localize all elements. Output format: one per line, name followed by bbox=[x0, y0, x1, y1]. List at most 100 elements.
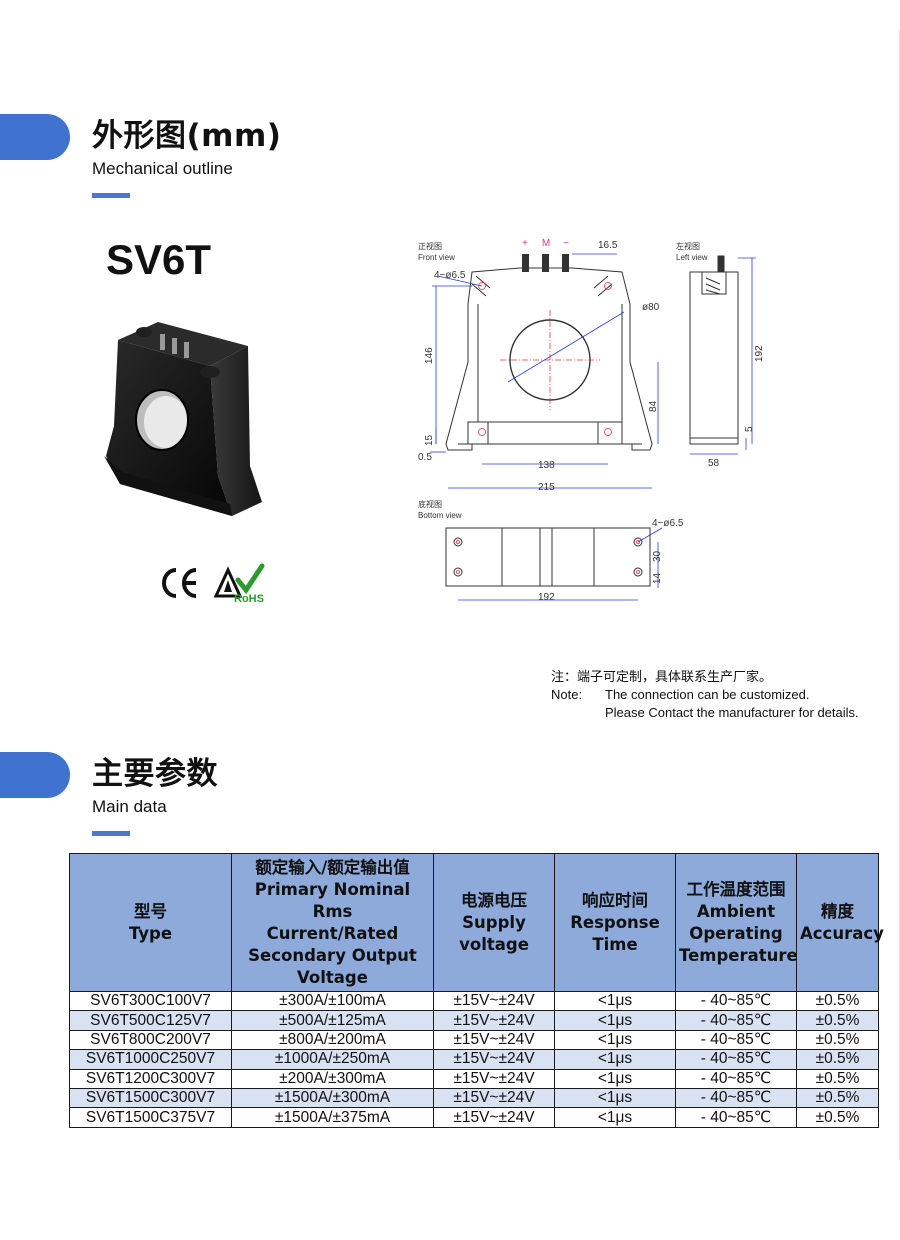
table-cell: SV6T1000C250V7 bbox=[69, 1049, 232, 1070]
header-line: Temperature bbox=[679, 945, 798, 965]
table-cell: ±15V~±24V bbox=[433, 1107, 555, 1128]
front-view-body bbox=[445, 267, 653, 451]
table-cell: <1μs bbox=[554, 1107, 676, 1128]
dim-bottom-length: 192 bbox=[538, 592, 555, 603]
table-cell: <1μs bbox=[554, 1087, 676, 1109]
svg-text:M: M bbox=[542, 238, 550, 249]
ce-mark-icon bbox=[162, 568, 197, 598]
esd-warning-icon bbox=[213, 566, 243, 598]
svg-text:−: − bbox=[563, 238, 569, 249]
left-view-label-en: Left view bbox=[676, 253, 708, 262]
table-cell: <1μs bbox=[554, 1049, 676, 1070]
header-line: Accuracy bbox=[800, 923, 884, 943]
note-text-en-line2: Please Contact the manufacturer for deta… bbox=[605, 705, 859, 720]
dim-height: 146 bbox=[424, 347, 435, 364]
table-cell: - 40~85℃ bbox=[675, 1010, 797, 1031]
dim-base-height: 15 bbox=[424, 434, 435, 446]
svg-text:RoHS: RoHS bbox=[234, 593, 264, 604]
dim-hole-spacing: 138 bbox=[538, 460, 555, 471]
table-cell: ±800A/±200mA bbox=[231, 1029, 434, 1051]
table-cell: ±15V~±24V bbox=[433, 1029, 555, 1051]
table-cell: - 40~85℃ bbox=[675, 1049, 797, 1070]
header-line: Time bbox=[592, 934, 638, 954]
dim-aperture: ø80 bbox=[642, 302, 660, 313]
header-line: 型号 bbox=[134, 901, 167, 921]
table-cell: <1μs bbox=[554, 1010, 676, 1031]
table-cell: <1μs bbox=[554, 1068, 676, 1089]
table-row: SV6T1500C375V7±1500A/±375mA±15V~±24V<1μs… bbox=[69, 1107, 879, 1128]
technical-drawing: 正视图 Front view 左视图 Left view 底视图 Bottom … bbox=[418, 238, 765, 603]
table-cell: ±0.5% bbox=[796, 990, 879, 1012]
dim-bottom-14: 14 bbox=[652, 572, 663, 584]
header-line: Current/Rated bbox=[266, 923, 399, 943]
header-line: 精度 bbox=[821, 901, 854, 921]
table-cell: ±15V~±24V bbox=[433, 1010, 555, 1031]
table-cell: - 40~85℃ bbox=[675, 1029, 797, 1051]
table-cell: ±0.5% bbox=[796, 1029, 879, 1051]
header-line: Ambient bbox=[696, 901, 776, 921]
header-line: Primary Nominal Rms bbox=[254, 879, 411, 921]
table-row: SV6T800C200V7±800A/±200mA±15V~±24V<1μs- … bbox=[69, 1029, 879, 1051]
table-row: SV6T1000C250V7±1000A/±250mA±15V~±24V<1μs… bbox=[69, 1049, 879, 1070]
header-line: 响应时间 bbox=[582, 890, 648, 910]
table-cell: ±1500A/±300mA bbox=[231, 1087, 434, 1109]
dim-front-holes: 4−ø6.5 bbox=[434, 270, 466, 281]
table-row: SV6T500C125V7±500A/±125mA±15V~±24V<1μs- … bbox=[69, 1010, 879, 1031]
table-cell: ±0.5% bbox=[796, 1010, 879, 1031]
table-cell: ±15V~±24V bbox=[433, 1068, 555, 1089]
table-cell: - 40~85℃ bbox=[675, 1068, 797, 1089]
dim-depth: 58 bbox=[708, 458, 720, 469]
bottom-view-label-en: Bottom view bbox=[418, 511, 462, 520]
table-cell: SV6T500C125V7 bbox=[69, 1010, 232, 1031]
table-cell: - 40~85℃ bbox=[675, 1107, 797, 1128]
table-body: SV6T300C100V7±300A/±100mA±15V~±24V<1μs- … bbox=[69, 990, 879, 1128]
dim-bottom-30: 30 bbox=[652, 550, 663, 562]
header-line: Secondary Output bbox=[248, 945, 417, 965]
outline-title-underline bbox=[92, 193, 130, 198]
left-view-label-cn: 左视图 bbox=[676, 241, 700, 251]
dim-center-height: 84 bbox=[648, 400, 659, 412]
dim-terminal-spacing: 16.5 bbox=[598, 240, 618, 251]
bottom-view-body bbox=[445, 527, 651, 587]
table-cell: ±1000A/±250mA bbox=[231, 1049, 434, 1070]
rohs-check-icon: RoHS bbox=[234, 563, 265, 604]
product-photo bbox=[104, 322, 262, 516]
front-view-label-cn: 正视图 bbox=[418, 241, 442, 251]
table-cell: SV6T1500C375V7 bbox=[69, 1107, 232, 1128]
dim-side-base: 5 bbox=[744, 426, 755, 432]
outline-subtitle: Mechanical outline bbox=[92, 159, 233, 178]
model-name: SV6T bbox=[106, 236, 212, 283]
main-data-subtitle: Main data bbox=[92, 797, 167, 816]
table-row: SV6T1200C300V7±200A/±300mA±15V~±24V<1μs-… bbox=[69, 1068, 879, 1089]
table-cell: ±1500A/±375mA bbox=[231, 1107, 434, 1128]
table-cell: ±0.5% bbox=[796, 1107, 879, 1128]
table-cell: ±0.5% bbox=[796, 1049, 879, 1070]
svg-text:+: + bbox=[522, 238, 528, 249]
table-cell: ±200A/±300mA bbox=[231, 1068, 434, 1089]
table-cell: ±15V~±24V bbox=[433, 990, 555, 1012]
note-text-cn: 端子可定制，具体联系生产厂家。 bbox=[577, 669, 773, 684]
header-line: Voltage bbox=[297, 967, 368, 987]
note-text-en-line1: The connection can be customized. bbox=[605, 687, 810, 702]
table-cell: ±15V~±24V bbox=[433, 1049, 555, 1070]
table-cell: <1μs bbox=[554, 990, 676, 1012]
table-cell: SV6T1200C300V7 bbox=[69, 1068, 232, 1089]
header-line: 电源电压 bbox=[461, 890, 527, 910]
main-data-title-underline bbox=[92, 831, 130, 836]
terminals: + M − bbox=[522, 238, 569, 272]
outline-title: 外形图(mm) bbox=[92, 118, 282, 154]
note-label-cn: 注： bbox=[551, 669, 578, 684]
table-cell: ±0.5% bbox=[796, 1087, 879, 1109]
table-cell: SV6T1500C300V7 bbox=[69, 1087, 232, 1109]
section-tab-main-data bbox=[0, 752, 70, 798]
header-line: Type bbox=[128, 923, 173, 943]
table-cell: SV6T800C200V7 bbox=[69, 1029, 232, 1051]
table-row: SV6T1500C300V7±1500A/±300mA±15V~±24V<1μs… bbox=[69, 1087, 879, 1109]
table-cell: SV6T300C100V7 bbox=[69, 990, 232, 1012]
header-line: 工作温度范围 bbox=[686, 879, 786, 899]
